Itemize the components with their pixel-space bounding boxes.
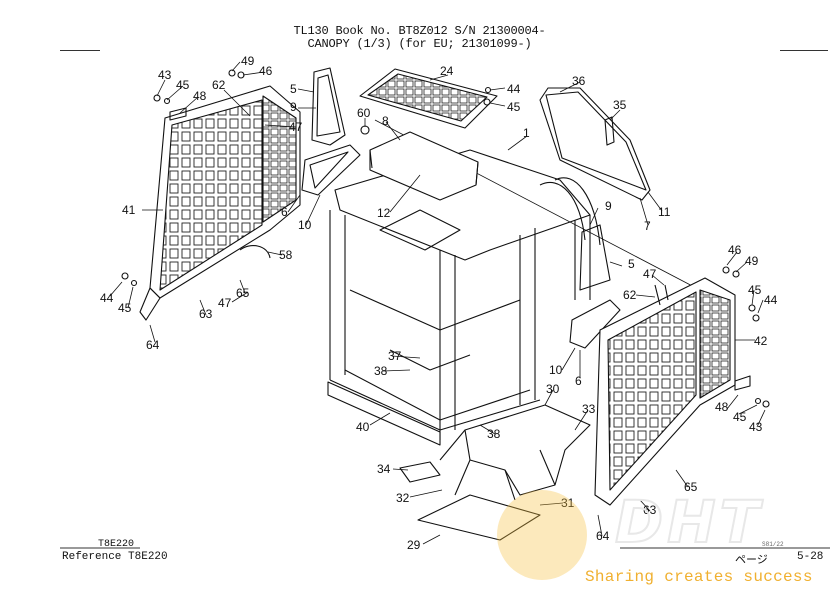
page-label: ページ	[735, 555, 768, 567]
header-rule-right	[780, 50, 828, 51]
callout-numbers: 43 45 48 49 46 62 47 5 9 60 8 24 44 45 3…	[100, 54, 778, 552]
callout-c43b: 43	[749, 420, 763, 434]
left-side-screen-part-41	[139, 85, 301, 321]
callout-c60: 60	[357, 106, 371, 120]
callout-c8: 8	[382, 114, 389, 128]
callout-c46a: 46	[259, 64, 273, 78]
callout-c45a: 45	[176, 78, 190, 92]
callout-c40: 40	[356, 420, 370, 434]
document-code: S81/22	[762, 541, 784, 548]
callout-c11: 11	[658, 205, 671, 219]
callout-c5a: 5	[290, 82, 297, 96]
callout-c46b: 46	[728, 243, 742, 257]
reference-label: Reference T8E220	[62, 551, 168, 563]
hose-part-58	[239, 245, 271, 259]
callout-c1: 1	[523, 126, 530, 140]
callout-c42: 42	[754, 334, 768, 348]
callout-c49b: 49	[745, 254, 759, 268]
callout-c43a: 43	[158, 68, 172, 82]
callout-c58: 58	[279, 248, 293, 262]
callout-c30: 30	[546, 382, 560, 396]
callout-c44b: 44	[764, 293, 778, 307]
callout-c34: 34	[377, 462, 391, 476]
callout-c31: 31	[561, 496, 575, 510]
callout-c65b: 65	[684, 480, 698, 494]
page-title-line-1: TL130 Book No. BT8Z012 S/N 21300004-	[293, 24, 546, 38]
bracket-part-34	[399, 461, 441, 483]
callout-c65a: 65	[236, 286, 250, 300]
reference-code-small: T8E220	[98, 539, 135, 550]
callout-c45e: 45	[733, 410, 747, 424]
callout-c38a: 38	[374, 364, 388, 378]
callout-c6a: 6	[281, 205, 288, 219]
callout-c64b: 64	[596, 529, 610, 543]
callout-leaders	[109, 61, 766, 545]
callout-c35: 35	[613, 98, 627, 112]
watermark-tagline: Sharing creates success	[585, 568, 813, 586]
callout-c45d: 45	[118, 301, 132, 315]
callout-c33: 33	[582, 402, 596, 416]
callout-c48a: 48	[193, 89, 207, 103]
callout-c24: 24	[440, 64, 454, 78]
callout-c10b: 10	[549, 363, 563, 377]
callout-c12: 12	[377, 206, 391, 220]
callout-c47b: 47	[643, 267, 657, 281]
callout-c62a: 62	[212, 78, 226, 92]
callout-c38b: 38	[487, 427, 501, 441]
rear-window-part-7	[539, 87, 651, 201]
right-side-screen-part-42	[594, 277, 736, 506]
callout-c41: 41	[122, 203, 136, 217]
callout-c49a: 49	[241, 54, 255, 68]
right-hardware	[654, 266, 770, 408]
callout-c36: 36	[572, 74, 586, 88]
callout-c44a: 44	[507, 82, 521, 96]
callout-c63b: 63	[643, 503, 657, 517]
side-window-left	[301, 67, 361, 196]
callout-c63a: 63	[199, 307, 213, 321]
callout-c5b: 5	[628, 257, 635, 271]
svg-text:DHT: DHT	[615, 488, 764, 556]
callout-c47a: 47	[289, 120, 303, 134]
roof-grille-part-24	[359, 68, 498, 129]
callout-c44c: 44	[100, 291, 114, 305]
callout-c45b: 45	[507, 100, 521, 114]
page-title-line-2: CANOPY (1/3) (for EU; 21301099-)	[307, 37, 532, 51]
callout-c29: 29	[407, 538, 421, 552]
watermark-logo: DHT	[497, 487, 764, 580]
callout-c45c: 45	[748, 283, 762, 297]
callout-c9a: 9	[290, 100, 297, 114]
callout-c32: 32	[396, 491, 410, 505]
floor-plate-part-40	[327, 381, 441, 446]
page-number: 5-28	[797, 551, 824, 563]
callout-c9b: 9	[605, 199, 612, 213]
step-assembly-part-30	[417, 404, 591, 541]
header-rule-left	[60, 50, 100, 51]
callout-c37: 37	[388, 349, 402, 363]
callout-c47c: 47	[218, 296, 232, 310]
callout-c10a: 10	[298, 218, 312, 232]
callout-c64a: 64	[146, 338, 160, 352]
roof-panel-part-12	[369, 131, 479, 201]
callout-c62b: 62	[623, 288, 637, 302]
callout-c7: 7	[644, 219, 651, 233]
callout-c48b: 48	[715, 400, 729, 414]
callout-c6b: 6	[575, 374, 582, 388]
